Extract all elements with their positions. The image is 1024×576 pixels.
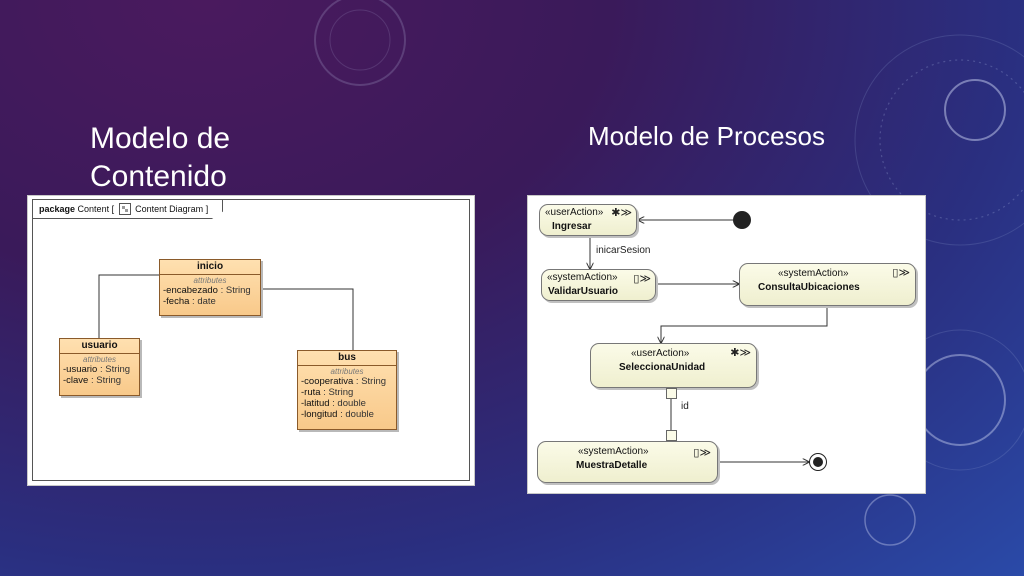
frame-bracket-open: [	[111, 204, 115, 214]
class-bus[interactable]: bus attributes -cooperativa : String -ru…	[297, 350, 397, 430]
system-action-icon: ▯≫	[693, 447, 711, 459]
user-action-icon: ✱≫	[611, 207, 632, 219]
frame-keyword: package	[39, 204, 76, 214]
flow-lines	[528, 196, 828, 495]
action-consultaubicaciones[interactable]: «systemAction» ConsultaUbicaciones ▯≫	[739, 263, 916, 306]
association-inicio-bus	[261, 288, 354, 350]
section-label: attributes	[330, 367, 364, 376]
attribute: -usuario : String	[63, 364, 131, 375]
association-inicio-usuario	[98, 274, 159, 338]
attribute: -ruta : String	[301, 387, 354, 398]
initial-node	[733, 211, 751, 229]
edge-label-id: id	[681, 401, 689, 412]
stereotype: «userAction»	[545, 207, 604, 218]
frame-name: Content	[77, 204, 110, 214]
class-name: inicio	[160, 260, 260, 275]
section-label: attributes	[83, 355, 116, 364]
action-name: Ingresar	[552, 221, 592, 232]
stereotype: «systemAction»	[578, 446, 649, 457]
input-pin	[666, 430, 677, 441]
stereotype: «systemAction»	[778, 268, 849, 279]
action-name: MuestraDetalle	[576, 460, 648, 471]
process-diagram-panel: «userAction» Ingresar ✱≫ inicarSesion «s…	[527, 195, 926, 494]
frame-bracket-close: ]	[205, 204, 209, 214]
action-name: ValidarUsuario	[548, 286, 619, 297]
action-name: ConsultaUbicaciones	[758, 282, 860, 293]
attribute: -latitud : double	[301, 398, 366, 409]
action-validarusuario[interactable]: «systemAction» ValidarUsuario ▯≫	[541, 269, 656, 301]
class-name: usuario	[60, 339, 139, 354]
package-frame-header: package Content [ Content Diagram ]	[33, 200, 224, 219]
title-modelo-contenido: Modelo de Contenido	[90, 122, 231, 193]
stereotype: «userAction»	[631, 348, 690, 359]
user-action-icon: ✱≫	[730, 347, 751, 359]
attribute: -encabezado : String	[163, 285, 251, 296]
frame-diagram-name: Content Diagram	[135, 204, 204, 214]
final-node	[809, 453, 827, 471]
class-name: bus	[298, 351, 396, 366]
class-usuario[interactable]: usuario attributes -usuario : String -cl…	[59, 338, 140, 396]
flow-consulta-selecciona	[661, 306, 828, 343]
action-muestradetalle[interactable]: «systemAction» MuestraDetalle ▯≫	[537, 441, 718, 483]
output-pin	[666, 388, 677, 399]
action-ingresar[interactable]: «userAction» Ingresar ✱≫	[539, 204, 637, 236]
attribute: -cooperativa : String	[301, 376, 387, 387]
action-seleccionaunidad[interactable]: «userAction» SeleccionaUnidad ✱≫	[590, 343, 757, 388]
attribute: -fecha : date	[163, 296, 216, 307]
package-frame: package Content [ Content Diagram ]	[32, 199, 470, 481]
system-action-icon: ▯≫	[633, 273, 651, 285]
association-lines	[98, 274, 354, 350]
edge-label-inicarsesion: inicarSesion	[596, 245, 651, 256]
stereotype: «systemAction»	[547, 272, 618, 283]
system-action-icon: ▯≫	[892, 267, 910, 279]
section-label: attributes	[193, 276, 227, 285]
diagram-icon	[118, 202, 131, 215]
action-name: SeleccionaUnidad	[619, 362, 706, 373]
attribute: -clave : String	[63, 375, 122, 386]
class-inicio[interactable]: inicio attributes -encabezado : String -…	[159, 259, 261, 316]
content-diagram-panel: package Content [ Content Diagram ] inic…	[27, 195, 475, 486]
title-modelo-procesos: Modelo de Procesos	[588, 121, 826, 151]
attribute: -longitud : double	[301, 409, 374, 420]
